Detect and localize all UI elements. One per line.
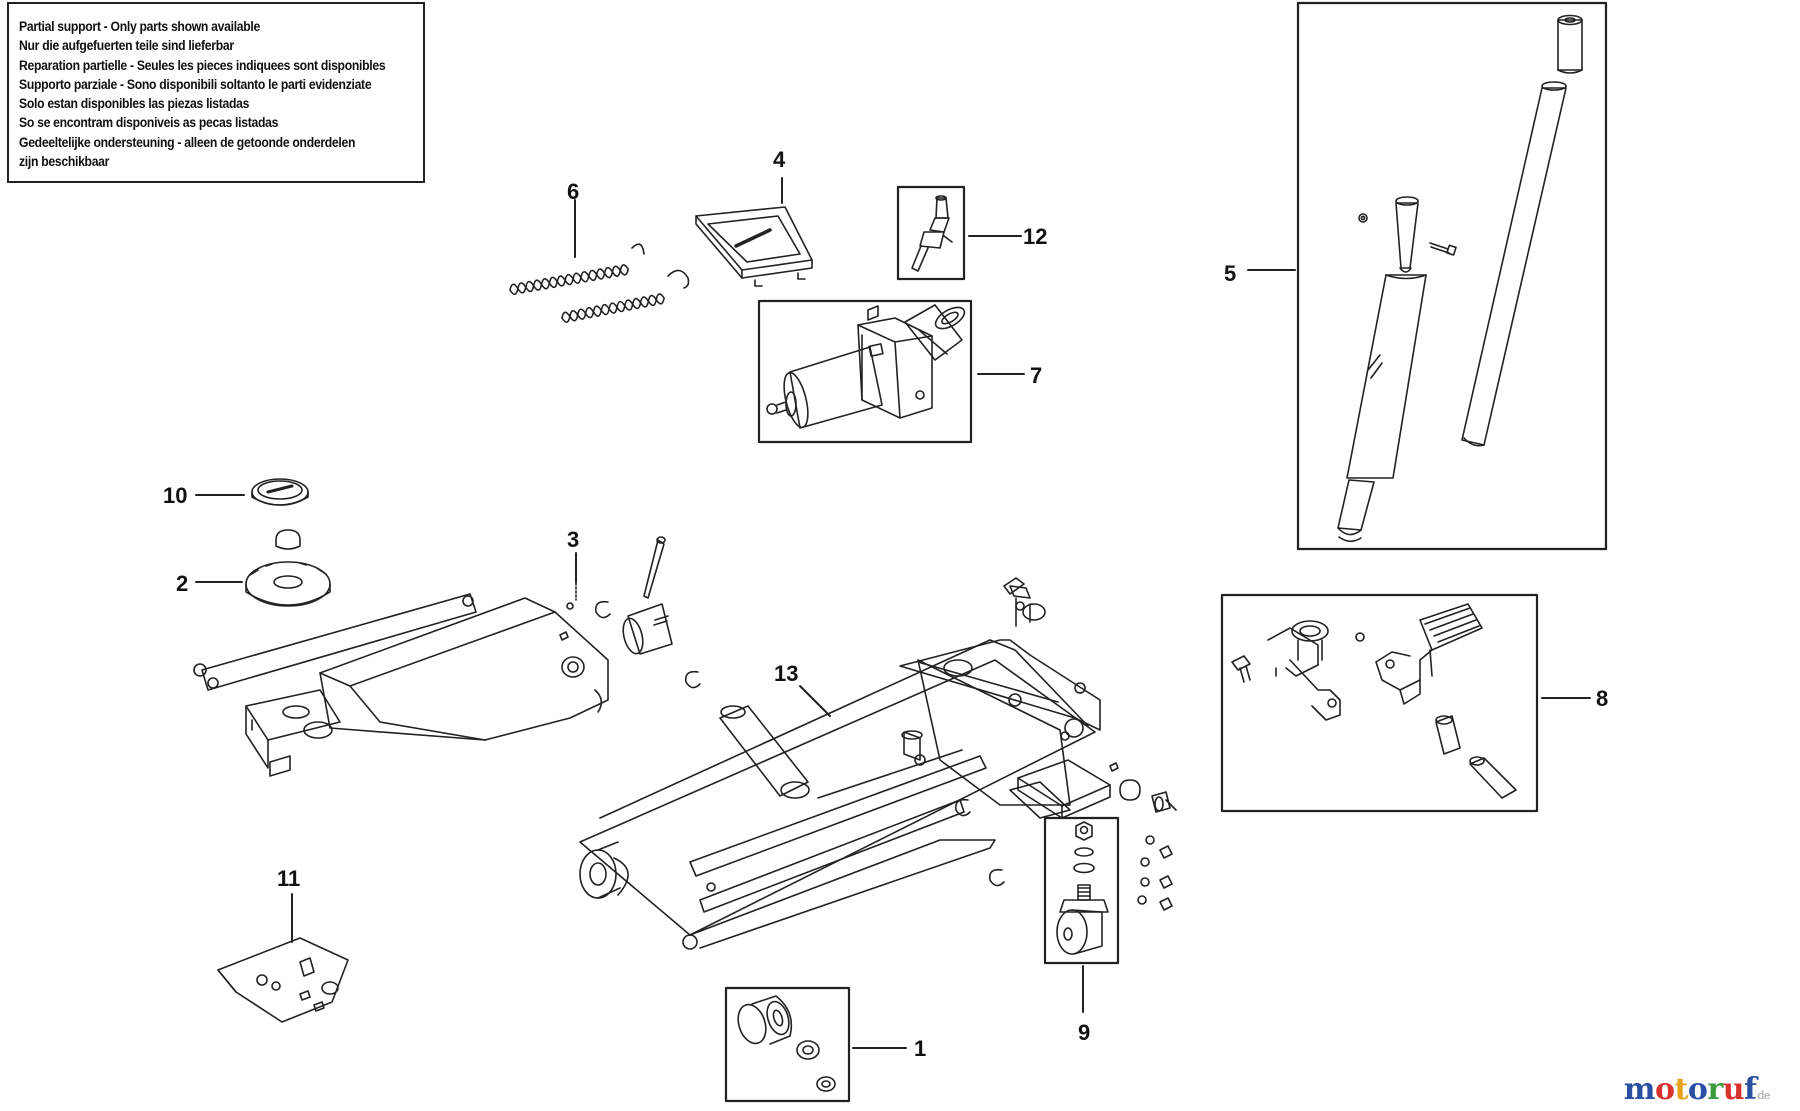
watermark-letter: o xyxy=(1655,1072,1675,1107)
part-11-parts-bag xyxy=(217,893,349,1023)
callout-8: 8 xyxy=(1596,686,1608,711)
watermark-letter: t xyxy=(1674,1072,1689,1107)
part-1-roller-box xyxy=(724,986,907,1103)
part-13-frame xyxy=(579,577,1177,950)
watermark-suffix: de xyxy=(1757,1089,1770,1102)
callout-12: 12 xyxy=(1023,224,1047,249)
notice-line-pt: So se encontram disponiveis as pecas lis… xyxy=(19,115,279,132)
part-3-lift-arm xyxy=(193,536,701,777)
callout-11: 11 xyxy=(277,866,300,891)
callout-4: 4 xyxy=(773,147,786,172)
watermark-letters: motoruf xyxy=(1624,1072,1757,1107)
part-12-valve-box xyxy=(896,185,1022,281)
part-7-pump-box xyxy=(757,299,1025,444)
part-8-pedal-box xyxy=(1220,593,1591,813)
notice-line-fr: Reparation partielle - Seules les pieces… xyxy=(19,57,386,74)
callout-9: 9 xyxy=(1078,1020,1090,1045)
callout-labels: 1 2 3 4 5 6 7 8 9 10 11 12 13 xyxy=(163,147,1608,1061)
part-10-cap xyxy=(195,478,309,506)
part-2-saddle-ring xyxy=(195,529,331,607)
part-6-springs xyxy=(509,199,690,323)
motoruf-watermark-logo: motorufde xyxy=(1624,1072,1771,1107)
notice-line-de: Nur die aufgefuerten teile sind lieferba… xyxy=(19,38,234,55)
notice-line-it: Supporto parziale - Sono disponibili sol… xyxy=(19,76,372,93)
part-9-caster-box xyxy=(1043,816,1120,1013)
notice-line-nl-2: zijn beschikbaar xyxy=(19,154,110,171)
notice-line-en: Partial support - Only parts shown avail… xyxy=(19,19,261,35)
callout-10: 10 xyxy=(163,483,187,508)
notice-line-nl: Gedeeltelijke ondersteuning - alleen de … xyxy=(19,134,356,151)
part-4-saddle-pad xyxy=(695,177,813,287)
part-5-handle-box xyxy=(1247,1,1608,551)
watermark-letter: o xyxy=(1687,1072,1708,1107)
callout-2: 2 xyxy=(176,571,188,596)
callout-1: 1 xyxy=(914,1036,926,1061)
watermark-letter: r xyxy=(1707,1072,1723,1107)
callout-3: 3 xyxy=(567,527,579,552)
partial-support-notice: Partial support - Only parts shown avail… xyxy=(7,2,425,183)
callout-5: 5 xyxy=(1224,261,1236,286)
callout-7: 7 xyxy=(1030,363,1042,388)
callout-6: 6 xyxy=(567,179,579,204)
watermark-letter: u xyxy=(1722,1072,1745,1107)
watermark-letter: m xyxy=(1623,1072,1656,1107)
callout-13: 13 xyxy=(774,661,798,686)
watermark-letter: f xyxy=(1744,1072,1757,1107)
notice-line-es: Solo estan disponibles las piezas listad… xyxy=(19,96,250,113)
